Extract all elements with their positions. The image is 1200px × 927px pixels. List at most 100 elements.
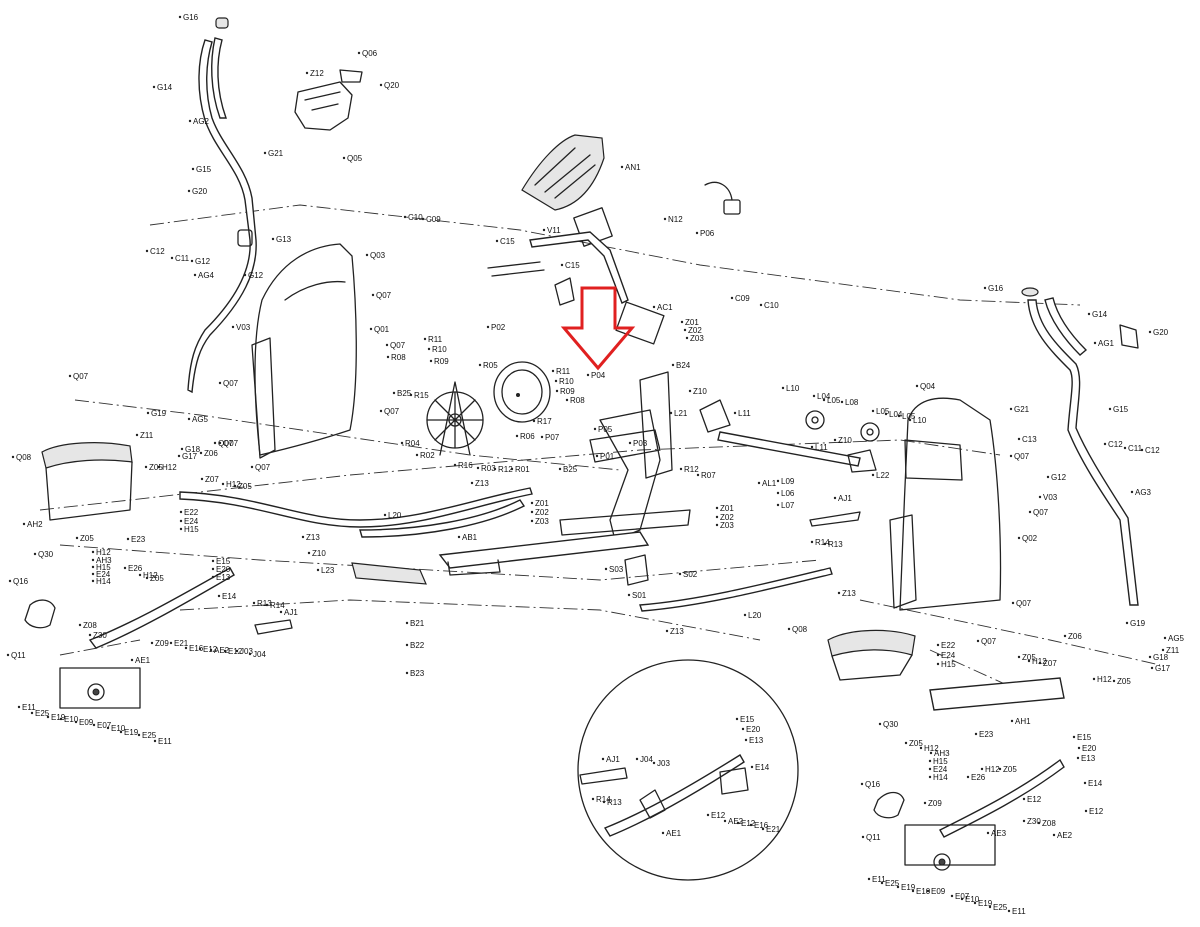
part-label: E09 xyxy=(931,887,946,896)
callout-dot xyxy=(601,757,605,761)
callout-dot xyxy=(421,217,425,221)
part-label: E11 xyxy=(1012,907,1026,916)
callout-dot xyxy=(179,527,183,531)
callout-dot xyxy=(184,646,188,650)
part-label: E22 xyxy=(184,508,199,517)
callout-dot xyxy=(715,523,719,527)
part-callout-l10-b: L10 xyxy=(908,416,927,425)
callout-dot xyxy=(248,652,252,656)
part-label: E20 xyxy=(216,565,231,574)
part-label: Z01 xyxy=(685,318,699,327)
callout-dot xyxy=(145,249,149,253)
part-label: E24 xyxy=(941,651,956,660)
part-label: C15 xyxy=(565,261,580,270)
part-label: E21 xyxy=(766,825,781,834)
callout-dot xyxy=(1083,781,1087,785)
callout-dot xyxy=(415,453,419,457)
callout-dot xyxy=(179,510,183,514)
callout-dot xyxy=(678,572,682,576)
callout-dot xyxy=(1092,677,1096,681)
part-label: V11 xyxy=(547,226,561,235)
callout-dot xyxy=(1022,797,1026,801)
part-callout-l20-a: L20 xyxy=(383,511,402,520)
part-label: Q07 xyxy=(223,439,239,448)
callout-dot xyxy=(1108,407,1112,411)
part-label: B24 xyxy=(676,361,691,370)
part-callout-z10-c: Z10 xyxy=(833,436,852,445)
part-callout-r09-b: R09 xyxy=(555,387,575,396)
part-callout-v03-l: V03 xyxy=(231,323,251,332)
part-label: L05 xyxy=(876,407,890,416)
part-label: G19 xyxy=(151,409,167,418)
part-label: B23 xyxy=(410,669,425,678)
part-label: E13 xyxy=(216,573,231,582)
callout-dot xyxy=(316,568,320,572)
part-label: E11 xyxy=(872,875,886,884)
part-label: H15 xyxy=(941,660,956,669)
part-callout-e25-l: E25 xyxy=(30,709,50,718)
part-label: AH2 xyxy=(27,520,43,529)
callout-dot xyxy=(551,369,555,373)
part-callout-z02-t: Z02 xyxy=(683,326,702,335)
part-callout-z01-m: Z01 xyxy=(530,499,549,508)
callout-dot xyxy=(627,593,631,597)
callout-dot xyxy=(936,643,940,647)
part-label: Z03 xyxy=(535,517,549,526)
callout-dot xyxy=(263,151,267,155)
part-label: L23 xyxy=(321,566,335,575)
part-callout-ag4: AG4 xyxy=(193,271,215,280)
part-label: H15 xyxy=(96,563,111,572)
callout-dot xyxy=(271,237,275,241)
part-callout-h12-r2: H12 xyxy=(1092,675,1112,684)
part-label: Q03 xyxy=(370,251,386,260)
callout-dot xyxy=(153,739,157,743)
part-callout-l10-a: L10 xyxy=(781,384,800,393)
callout-dot xyxy=(897,414,901,418)
part-callout-r17: R17 xyxy=(532,417,552,426)
part-label: B22 xyxy=(410,641,425,650)
center-post xyxy=(487,231,665,345)
callout-dot xyxy=(1038,661,1042,665)
part-label: E25 xyxy=(993,903,1008,912)
part-callout-c13: C13 xyxy=(1017,435,1037,444)
callout-dot xyxy=(620,165,624,169)
part-label: E21 xyxy=(174,639,189,648)
part-callout-z13-a: Z13 xyxy=(470,479,489,488)
part-label: L07 xyxy=(781,501,795,510)
callout-dot xyxy=(966,775,970,779)
part-label: G17 xyxy=(1155,664,1171,673)
part-label: Z12 xyxy=(310,69,324,78)
part-callout-e11-r2: E11 xyxy=(1007,907,1026,916)
part-callout-r13-c: R13 xyxy=(602,798,622,807)
part-callout-z05-l2: Z05 xyxy=(233,482,252,491)
part-callout-l05-b: L05 xyxy=(871,407,890,416)
part-callout-j03-l: J03 xyxy=(235,647,253,656)
part-callout-r05: R05 xyxy=(478,361,498,370)
callout-dot xyxy=(540,435,544,439)
part-label: R13 xyxy=(607,798,622,807)
part-callout-ag5-l: AG5 xyxy=(187,415,209,424)
part-callout-z03-t: Z03 xyxy=(685,334,704,343)
callout-dot xyxy=(833,496,837,500)
part-callout-g14-l: G14 xyxy=(152,83,173,92)
part-label: Q11 xyxy=(11,651,26,660)
part-label: Q07 xyxy=(1014,452,1030,461)
callout-dot xyxy=(1103,442,1107,446)
part-callout-e09-l: E09 xyxy=(74,718,94,727)
part-label: P03 xyxy=(633,439,648,448)
part-callout-e12-r: E12 xyxy=(1022,795,1042,804)
callout-dot xyxy=(211,559,215,563)
callout-dot xyxy=(926,889,930,893)
part-label: R15 xyxy=(414,391,429,400)
part-label: N12 xyxy=(668,215,683,224)
callout-dot xyxy=(75,536,79,540)
part-callout-z30-l: Z30 xyxy=(88,631,107,640)
callout-dot xyxy=(776,479,780,483)
part-label: Q16 xyxy=(865,780,881,789)
callout-dot xyxy=(635,757,639,761)
part-label: L06 xyxy=(781,489,795,498)
part-label: Z05 xyxy=(1003,765,1017,774)
callout-dot xyxy=(146,411,150,415)
callout-dot xyxy=(695,231,699,235)
callout-dot xyxy=(91,565,95,569)
